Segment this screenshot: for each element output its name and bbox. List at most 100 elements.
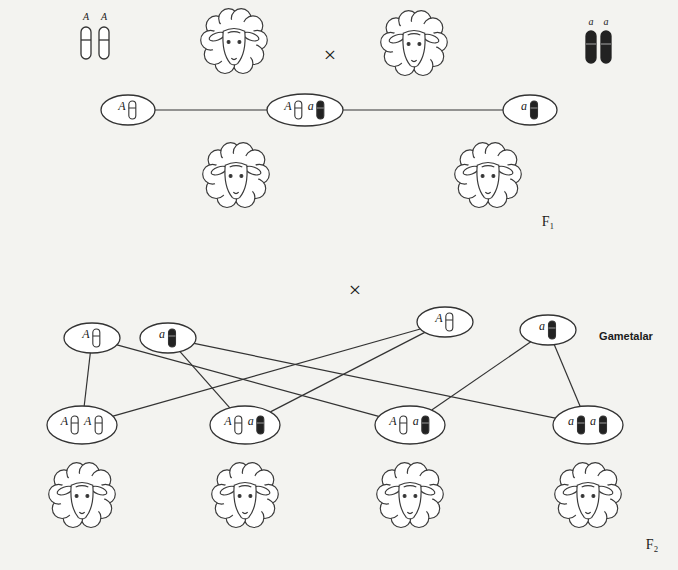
genotype-ellipse: a	[139, 322, 197, 354]
ellipse-border	[375, 406, 445, 444]
allele-unit: a	[568, 415, 586, 435]
genotype-content: a	[521, 100, 539, 120]
allele-unit: A	[84, 415, 103, 435]
allele-unit: A	[118, 100, 137, 120]
allele-unit: A	[224, 415, 243, 435]
allele-letter: a	[413, 415, 419, 427]
allele-letter: a	[308, 100, 314, 112]
genotype-content: a	[159, 328, 177, 348]
allele-letter: a	[159, 328, 165, 340]
chromosome-body	[72, 416, 79, 434]
chromosome-body	[531, 101, 538, 119]
gametes-label: Gametalar	[599, 331, 653, 342]
chromosome-body	[235, 416, 242, 434]
ellipse-border	[47, 406, 117, 444]
allele-label: A	[101, 12, 107, 22]
allele-letter: A	[82, 328, 89, 340]
cross-sign: ×	[324, 44, 336, 66]
ellipse-border	[503, 95, 557, 125]
allele-label: A	[83, 12, 89, 22]
ellipse-outline	[46, 405, 118, 445]
allele-letter: A	[389, 415, 396, 427]
genotype-content: A	[82, 328, 101, 348]
centromere	[317, 108, 324, 109]
chromosome-icon	[92, 328, 102, 348]
genotype-content: Aa	[389, 415, 430, 435]
genotype-ellipse: Aa	[374, 405, 446, 445]
generation-label: F₂	[646, 538, 659, 552]
centromere	[235, 423, 242, 424]
ellipse-border	[64, 323, 120, 353]
cross-line	[180, 352, 230, 408]
chromosome-icon	[399, 415, 409, 435]
allele-unit: A	[389, 415, 408, 435]
genotype-ellipse: A	[100, 94, 156, 126]
allele-letter: a	[568, 415, 574, 427]
chromosome-body	[295, 101, 302, 119]
sheep-drawing	[49, 463, 116, 528]
allele-unit: a	[308, 100, 326, 120]
genotype-ellipse: A	[63, 322, 121, 354]
ellipse-border	[553, 406, 623, 444]
chromosome-body	[317, 101, 324, 119]
genotype-content: aa	[568, 415, 608, 435]
allele-letter: a	[248, 415, 254, 427]
genotype-ellipse: Aa	[266, 93, 344, 127]
chromosome-icon	[93, 415, 103, 435]
allele-letter: a	[590, 415, 596, 427]
chromosome-icon	[167, 328, 177, 348]
chromosome-icon	[547, 320, 557, 340]
chromosome-icon	[256, 415, 266, 435]
centromere	[446, 320, 453, 321]
genotype-ellipse: A	[416, 306, 474, 338]
chromosome-icon	[70, 415, 80, 435]
chromosome-icon	[316, 100, 326, 120]
chromosome-body	[549, 321, 556, 339]
ellipse-border	[101, 95, 155, 125]
chromosome-body	[93, 329, 100, 347]
ellipse-outline	[552, 405, 624, 445]
centromere	[72, 423, 79, 424]
allele-unit: a	[159, 328, 177, 348]
sheep-drawing	[203, 143, 270, 208]
ellipse-outline	[63, 322, 121, 354]
ellipse-border	[210, 406, 280, 444]
allele-unit: a	[248, 415, 266, 435]
ellipse-outline	[416, 306, 474, 338]
generation-label: F₁	[542, 215, 555, 229]
allele-letter: A	[61, 415, 68, 427]
genotype-content: A	[118, 100, 137, 120]
genotype-ellipse: AA	[46, 405, 118, 445]
allele-letter: a	[521, 100, 527, 112]
sheep-drawing	[377, 463, 444, 528]
allele-label: a	[604, 17, 609, 27]
allele-letter: A	[284, 100, 291, 112]
genotype-content: Aa	[284, 100, 325, 120]
chromosome-icon	[421, 415, 431, 435]
chromosome-pair	[586, 31, 611, 63]
chromosome-body	[129, 101, 136, 119]
cross-sign: ×	[349, 279, 361, 301]
allele-letter: A	[84, 415, 91, 427]
genotype-ellipse: a	[502, 94, 558, 126]
centromere	[400, 423, 407, 424]
allele-unit: A	[284, 100, 303, 120]
allele-unit: A	[61, 415, 80, 435]
ellipse-outline	[100, 94, 156, 126]
allele-unit: A	[435, 312, 454, 332]
chromosome-icon	[529, 100, 539, 120]
cross-line	[84, 353, 90, 406]
chromosome-body	[578, 416, 585, 434]
chromosome-body	[257, 416, 264, 434]
cross-line	[554, 345, 580, 407]
centromere	[93, 336, 100, 337]
sheep-drawing	[455, 143, 522, 208]
centromere	[257, 423, 264, 424]
centromere	[600, 423, 607, 424]
chromosome-body	[600, 416, 607, 434]
sheep-drawing	[212, 463, 279, 528]
allele-unit: A	[82, 328, 101, 348]
